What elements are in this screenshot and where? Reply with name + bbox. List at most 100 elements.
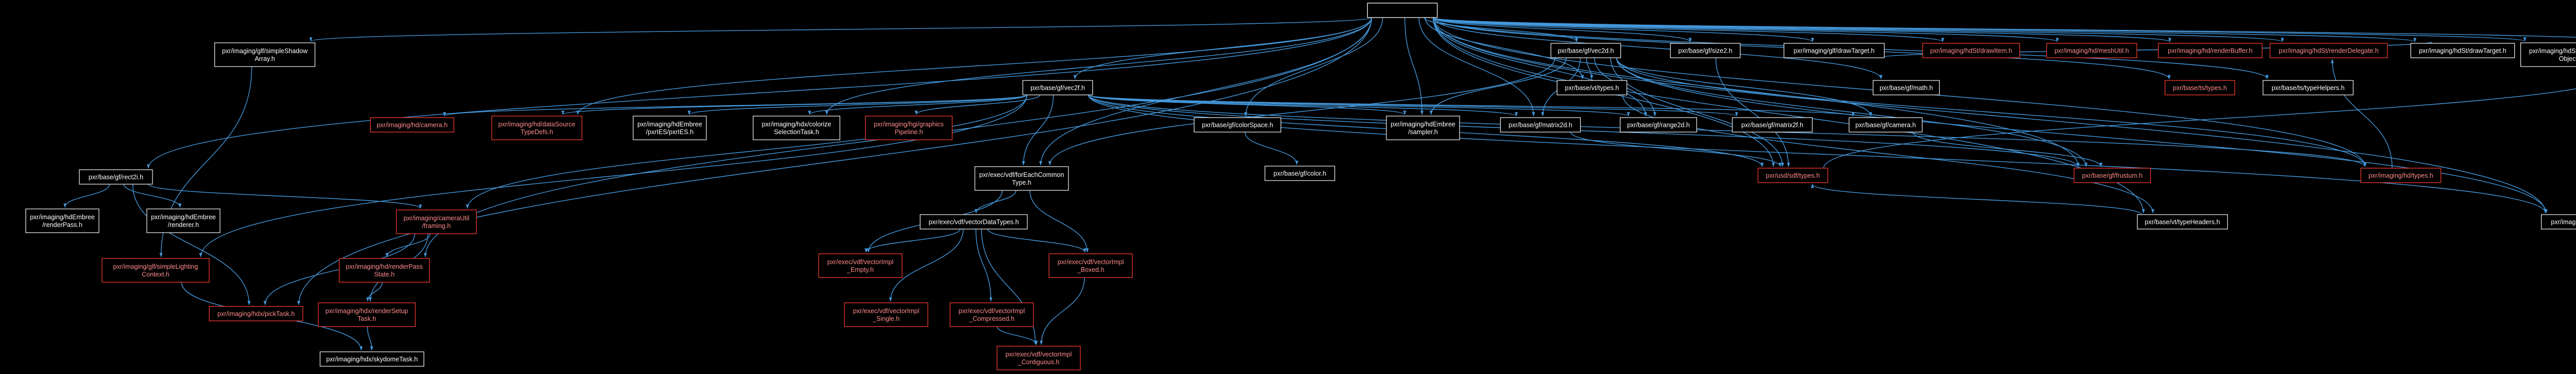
graph-node-d3[interactable]: pxr/imaging/hdEmbree/pxrIES/pxrIES.h (633, 116, 707, 140)
graph-node-f1[interactable]: pxr/imaging/hdEmbree/renderPass.h (25, 208, 99, 233)
graph-node-t2[interactable]: pxr/base/gf/vec2d.h (1550, 43, 1621, 58)
graph-node-label: pxr/imaging/hdSt/drawTarget.h (2419, 47, 2506, 55)
graph-edges (63, 17, 2576, 351)
graph-node-c3[interactable]: pxr/base/ts/typeHelpers.h (2262, 80, 2354, 95)
graph-node-label: pxr/exec/vdf/vectorImpl (853, 307, 920, 315)
graph-node-label: pxr/base/ts/typeHelpers.h (2272, 85, 2345, 92)
graph-node-d9[interactable]: pxr/base/gf/range2d.h (1620, 117, 1697, 133)
graph-node-d7[interactable]: pxr/imaging/hdEmbree/sampler.h (1386, 116, 1460, 140)
graph-node-label: pxr/base/gf/vec2i.h (1376, 7, 1430, 14)
graph-node-h1[interactable]: pxr/imaging/hdx/pickTask.h (209, 306, 303, 321)
graph-node-e1[interactable]: pxr/base/gf/rect2i.h (79, 169, 153, 185)
graph-node-t3[interactable]: pxr/base/gf/size2.h (1670, 43, 1741, 58)
graph-node-d10[interactable]: pxr/base/gf/matrix2f.h (1732, 117, 1813, 133)
graph-node-label: /renderer.h (168, 221, 199, 229)
graph-node-d1[interactable]: pxr/imaging/hd/camera.h (370, 117, 454, 133)
graph-edge (1879, 41, 2433, 58)
graph-node-label: pxr/imaging/hdEmbree (637, 121, 702, 128)
graph-node-c1[interactable]: pxr/base/gf/math.h (1872, 80, 1940, 95)
graph-edge (1622, 94, 2155, 214)
graph-edge (865, 229, 961, 253)
graph-node-label: pxr/exec/vdf/vectorImpl (959, 307, 1025, 315)
graph-node-label: pxr/imaging/hdx/colorize (762, 121, 832, 128)
graph-edge (366, 282, 383, 302)
graph-node-label: pxr/exec/vdf/vectorDataTypes.h (928, 219, 1019, 226)
graph-node-label: pxr/base/gf/range2d.h (1627, 122, 1690, 129)
graph-edge (124, 184, 182, 208)
graph-node-label: pxr/imaging/glf/simpleLighting (113, 263, 198, 270)
graph-node-t8[interactable]: pxr/imaging/hdSt/renderDelegate.h (2269, 43, 2388, 58)
graph-node-v2[interactable]: pxr/exec/vdf/vectorDataTypes.h (920, 214, 1028, 230)
graph-node-v6[interactable]: pxr/exec/vdf/vectorImpl_Boxed.h (1048, 253, 1133, 278)
graph-edge (1433, 17, 2547, 214)
graph-node-d11[interactable]: pxr/base/gf/camera.h (1849, 117, 1923, 133)
graph-node-label: pxr/imaging/hdEmbree (1391, 121, 1455, 128)
graph-node-v5[interactable]: pxr/exec/vdf/vectorImpl_Compressed.h (950, 302, 1034, 327)
graph-node-label: TypeDefs.h (520, 128, 553, 136)
graph-edge (297, 17, 1372, 305)
graph-edge (1715, 57, 1790, 167)
graph-node-label: pxr/base/gf/math.h (1879, 85, 1933, 92)
graph-edge (1429, 57, 1567, 115)
graph-node-label: /framing.h (422, 222, 451, 230)
graph-node-label: pxr/imaging/hdx/pickTask.h (217, 311, 295, 318)
graph-node-label: _Single.h (872, 315, 900, 322)
graph-edge (1616, 57, 1872, 117)
graph-node-t7[interactable]: pxr/imaging/hd/renderBuffer.h (2158, 43, 2263, 58)
graph-node-x1[interactable]: pxr/imaging/hd/types.h (2360, 168, 2442, 183)
graph-edge (1088, 94, 1855, 117)
graph-node-c2[interactable]: pxr/base/ts/types.h (2164, 80, 2235, 95)
graph-node-label: pxr/imaging/hdSt/renderDelegate.h (2279, 47, 2379, 55)
graph-node-v4[interactable]: pxr/exec/vdf/vectorImpl_Single.h (844, 302, 928, 327)
graph-node-d8[interactable]: pxr/base/gf/matrix2d.h (1500, 117, 1581, 133)
graph-edge (1433, 17, 1814, 42)
graph-node-x2[interactable]: pxr/base/vt/types.h (1556, 80, 1628, 95)
graph-node-r[interactable]: pxr/base/gf/vec2i.h (1367, 3, 1438, 18)
graph-node-e3[interactable]: pxr/usd/sdf/types.h (1757, 168, 1828, 183)
graph-edge (1433, 17, 1944, 42)
graph-edge (1433, 17, 2059, 42)
graph-node-v2f[interactable]: pxr/base/gf/vec2f.h (1022, 80, 1093, 95)
graph-node-v7[interactable]: pxr/exec/vdf/vectorImpl_Contiguous.h (996, 346, 1081, 370)
graph-edge (63, 184, 110, 208)
graph-node-t9[interactable]: pxr/imaging/hdSt/drawTarget.h (2410, 43, 2515, 58)
graph-edge (147, 17, 1372, 169)
graph-node-d6[interactable]: pxr/base/gf/colorSpace.h (1194, 117, 1281, 133)
graph-node-i1[interactable]: pxr/imaging/hdx/skydomeTask.h (319, 351, 425, 367)
graph-edge (1048, 57, 1555, 166)
graph-node-label: /pxrIES/pxrIES.h (646, 128, 693, 136)
graph-node-e2[interactable]: pxr/base/gf/color.h (1264, 166, 1335, 181)
graph-node-label: pxr/imaging/glf/drawTarget.h (1793, 47, 1874, 55)
graph-node-t10[interactable]: pxr/imaging/hdSt/ptexTextureObject.h (2520, 42, 2576, 67)
graph-node-f4[interactable]: pxr/base/vt/typeHeaders.h (2137, 214, 2228, 230)
graph-node-label: pxr/imaging/hdEmbree (151, 214, 216, 221)
graph-node-label: pxr/base/gf/frustum.h (2082, 172, 2142, 180)
graph-node-label: pxr/imaging/hd/dataSource (498, 121, 575, 128)
graph-node-label: _Boxed.h (1077, 266, 1105, 273)
graph-node-v3[interactable]: pxr/exec/vdf/vectorImpl_Empty.h (818, 253, 903, 278)
graph-node-t5[interactable]: pxr/imaging/hdSt/drawItem.h (1922, 43, 2020, 58)
graph-node-f2[interactable]: pxr/imaging/hdEmbree/renderer.h (146, 208, 221, 233)
graph-node-t4[interactable]: pxr/imaging/glf/drawTarget.h (1783, 43, 1885, 58)
graph-edge (1616, 57, 2548, 214)
graph-node-f5[interactable]: pxr/imaging/hd/renderSettings.h (2541, 214, 2576, 230)
graph-edge (466, 94, 1027, 209)
graph-edge (1433, 17, 2172, 42)
graph-node-t6[interactable]: pxr/imaging/hd/meshUtil.h (2046, 43, 2138, 58)
graph-node-label: pxr/imaging/cameraUtil (403, 215, 469, 222)
graph-node-e4[interactable]: pxr/base/gf/frustum.h (2074, 168, 2151, 183)
graph-edge (1432, 17, 1648, 117)
graph-node-f3[interactable]: pxr/imaging/cameraUtil/framing.h (396, 209, 477, 234)
graph-node-label: Object.h (2559, 55, 2576, 62)
graph-edge (1823, 88, 2576, 169)
